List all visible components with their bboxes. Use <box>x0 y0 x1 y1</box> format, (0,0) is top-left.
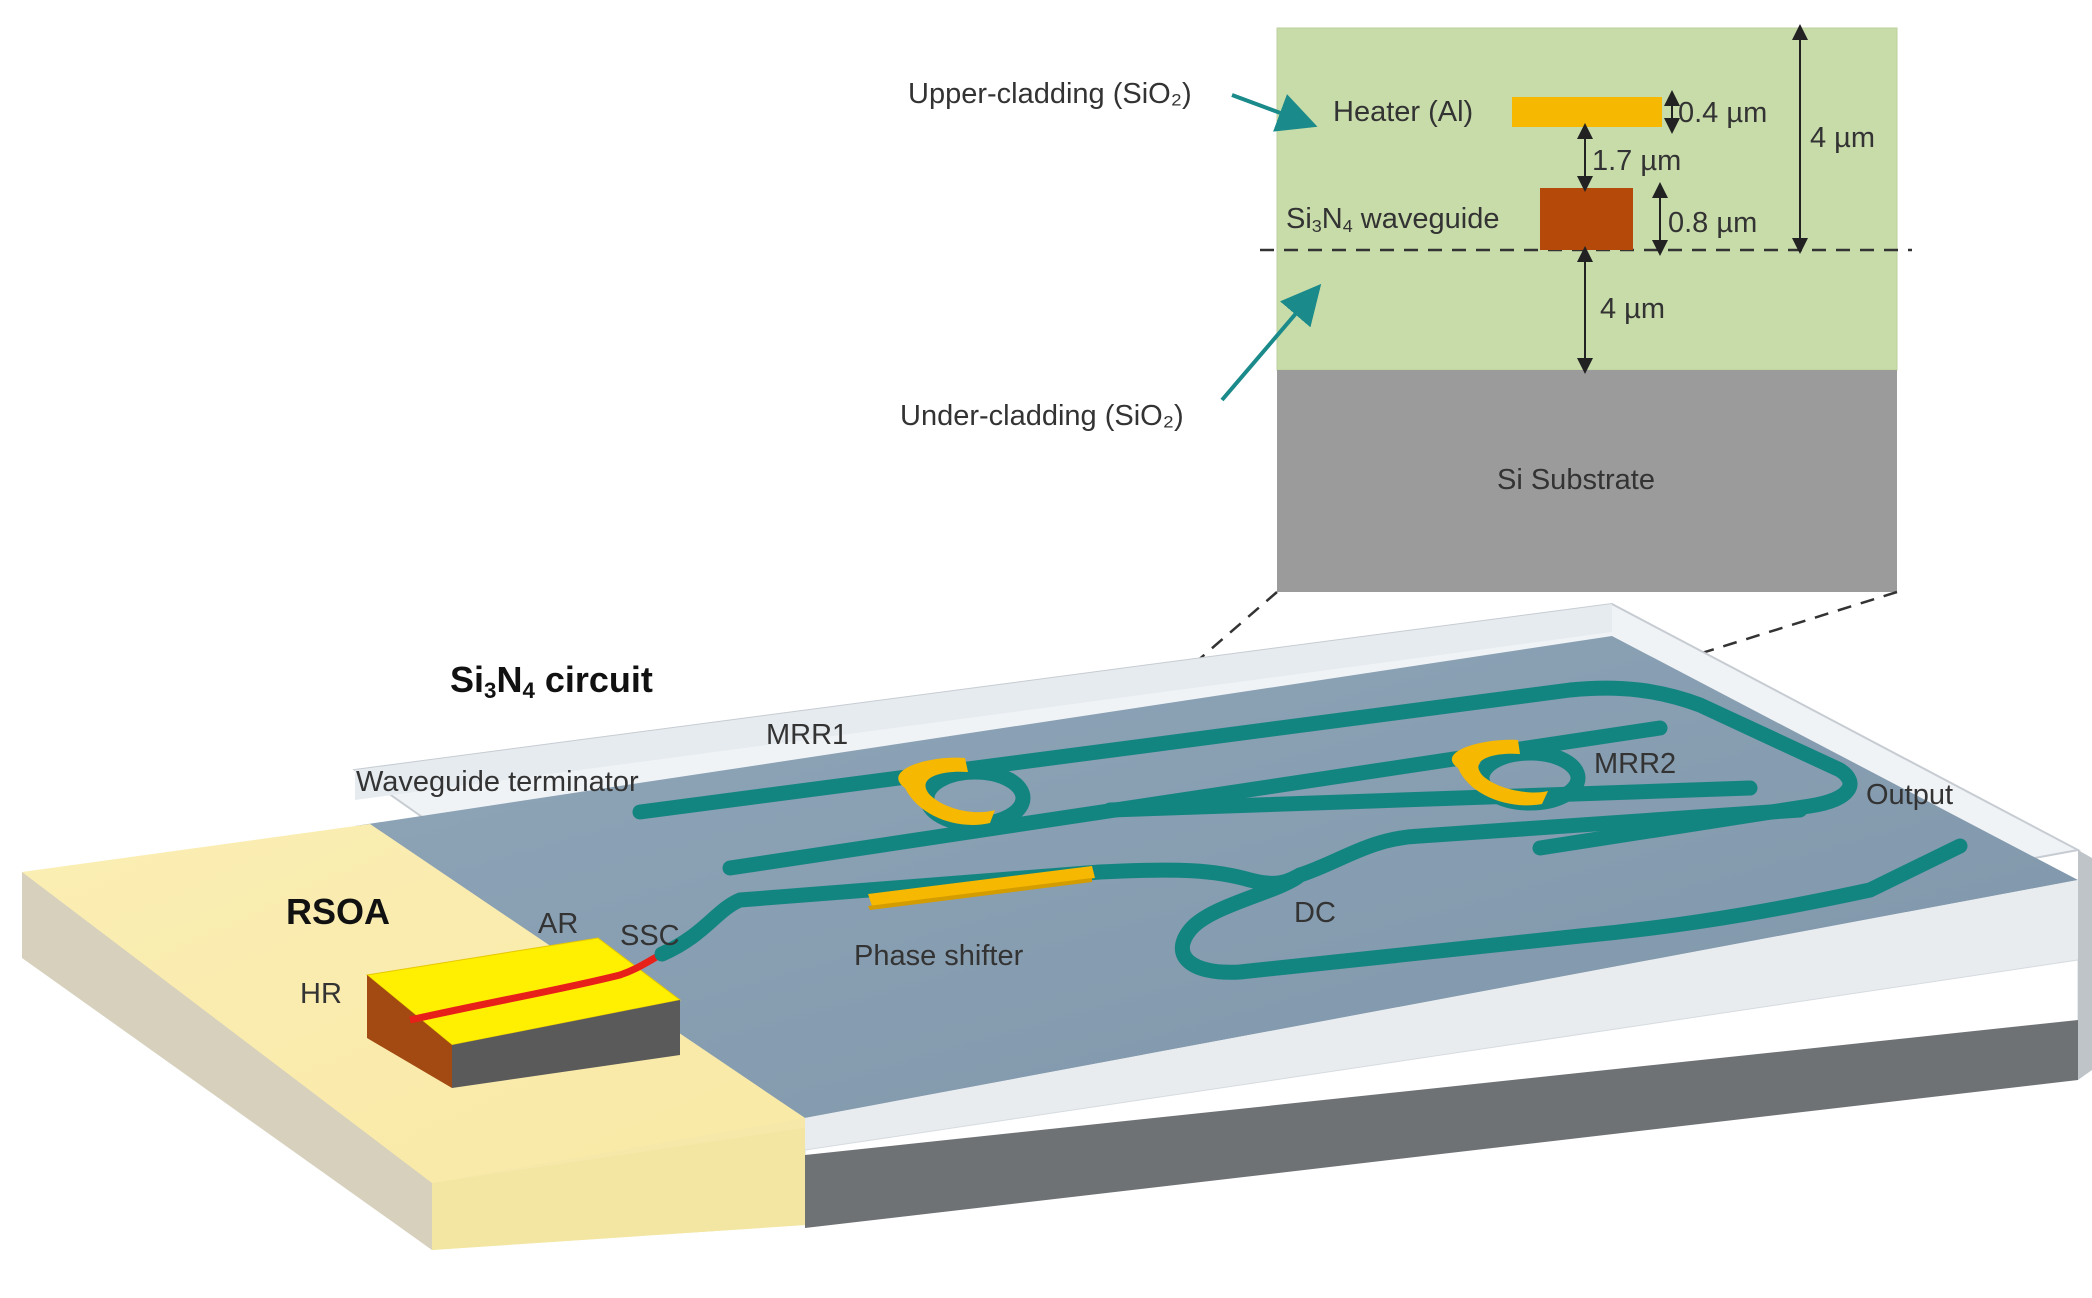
chip-heaters <box>868 739 1548 910</box>
waveguide-top-bus <box>632 680 1858 856</box>
upper-total-label: 4 µm <box>1810 122 1875 154</box>
under-cladding-arrow <box>1220 283 1322 402</box>
hr-label: HR <box>300 978 342 1010</box>
cross-section: Heater (Al) 0.4 µm 1.7 µm Si3N4 waveguid… <box>900 24 1912 592</box>
rsoa-label: RSOA <box>286 891 390 932</box>
rsoa-block <box>22 824 805 1250</box>
terminator-label: Waveguide terminator <box>356 766 639 798</box>
output-label: Output <box>1866 779 1953 811</box>
waveguide-core <box>1540 188 1633 250</box>
ssc-label: SSC <box>620 920 680 952</box>
gap-label: 1.7 µm <box>1592 145 1681 177</box>
phase-shifter-shadow <box>868 878 1092 910</box>
heater-thickness-label: 0.4 µm <box>1678 97 1767 129</box>
waveguide-thickness-label: 0.8 µm <box>1668 207 1757 239</box>
circuit-title: Si3N4 circuit <box>450 659 653 703</box>
gain-stripe <box>409 950 664 1024</box>
phase-shifter-label: Phase shifter <box>854 940 1024 972</box>
upper-cladding-arrow <box>1231 93 1318 132</box>
chip-back-wall <box>355 604 1612 800</box>
rsoa-base-right-shade <box>432 1128 805 1250</box>
mrr2-heater <box>1451 739 1548 806</box>
chip-labels: Si3N4 circuit MRR1 MRR2 Waveguide termin… <box>286 659 1953 1010</box>
under-cladding-label: Under-cladding (SiO₂) <box>900 400 1184 432</box>
mrr1-label: MRR1 <box>766 719 848 751</box>
rsoa-chip-front <box>367 975 452 1088</box>
waveguide-label: Si3N4 waveguide <box>1286 203 1499 236</box>
substrate-region <box>1277 370 1897 592</box>
rsoa-base-front <box>22 872 432 1250</box>
chip-right-end <box>2078 850 2092 1080</box>
mrr1-heater <box>898 757 995 825</box>
chip-substrate-side <box>805 1020 2078 1228</box>
rsoa-chip-side <box>452 1000 680 1088</box>
dc-label: DC <box>1294 897 1336 929</box>
waveguide-dc-loop <box>1174 802 1968 980</box>
mrr2-label: MRR2 <box>1594 748 1676 780</box>
waveguide-network <box>632 680 1968 980</box>
heater-bar <box>1512 97 1662 127</box>
phase-shifter-heater <box>868 866 1095 906</box>
heater-label: Heater (Al) <box>1333 96 1473 128</box>
ar-label: AR <box>538 908 578 940</box>
substrate-label: Si Substrate <box>1497 464 1655 496</box>
waveguide-third-bus <box>1102 780 1758 818</box>
lower-total-label: 4 µm <box>1600 293 1665 325</box>
upper-cladding-label: Upper-cladding (SiO₂) <box>908 78 1192 110</box>
